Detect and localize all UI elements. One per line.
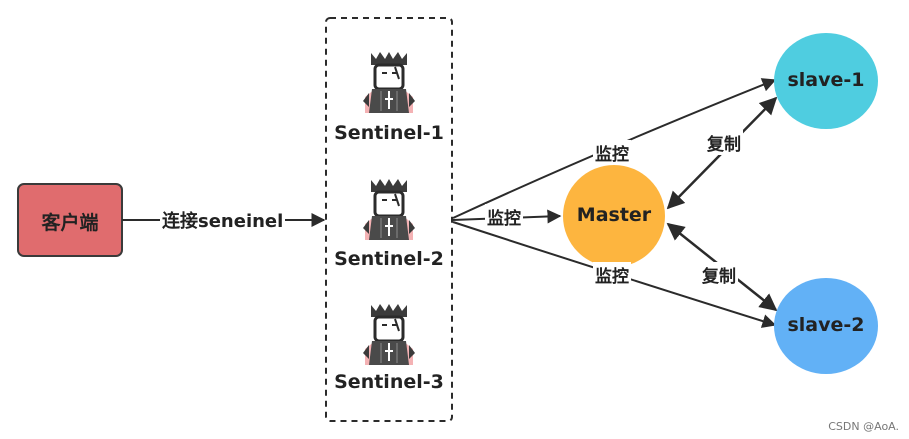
replicate-label-slave2: 复制 [700,262,738,287]
sentinel-person-icon [361,50,417,115]
slave-2-label: slave-2 [787,314,865,336]
monitor-label-slave2: 监控 [593,262,631,287]
slave-1-label: slave-1 [787,69,865,91]
sentinel-group-box [325,17,453,422]
client-edge-label: 连接seneinel [160,207,286,233]
slave-2-node [774,278,878,374]
replicate-label-slave1: 复制 [705,130,743,155]
master-label: Master [576,204,652,226]
sentinel-person-icon [361,177,417,242]
sentinel-3-label: Sentinel-3 [334,371,444,393]
client-label: 客户端 [41,212,99,234]
monitor-label-slave1: 监控 [593,140,631,165]
sentinel-person-icon [361,302,417,367]
monitor-label-master: 监控 [485,204,523,229]
slave-1-node [774,33,878,129]
master-node [563,165,665,267]
sentinel-2-label: Sentinel-2 [334,248,444,270]
sentinel-1-label: Sentinel-1 [334,122,444,144]
watermark: CSDN @AoA. [828,420,899,433]
